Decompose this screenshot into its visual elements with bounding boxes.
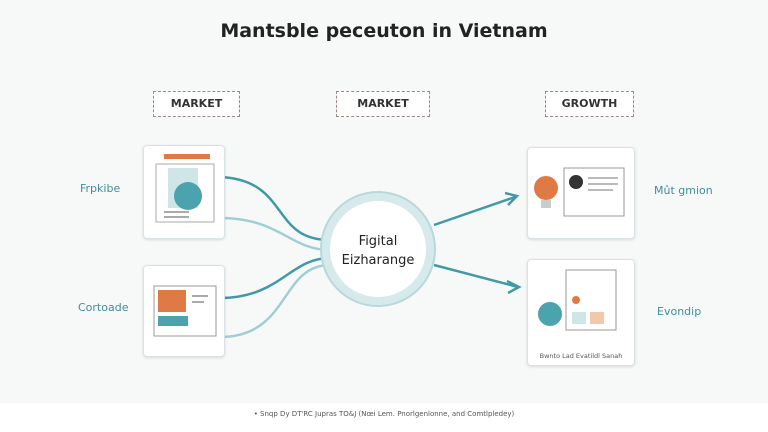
connector [219, 175, 331, 242]
connector [219, 216, 331, 252]
lightbulb-illustration-icon [534, 167, 625, 217]
dashboard-illustration-icon [155, 154, 215, 223]
footer-bar [0, 403, 768, 432]
document-illustration-icon [153, 285, 217, 337]
right-label-1: Mût gmion [654, 184, 713, 197]
card-left-1 [143, 145, 225, 239]
hub-line2: Eizharange [341, 253, 415, 268]
connector [219, 256, 331, 300]
card-right-2: Bwnto Lad Evatildl Sanah [527, 259, 635, 366]
left-label-2: Cortoade [78, 301, 129, 314]
card-left-2 [143, 265, 225, 357]
header-growth: GROWTH [545, 91, 634, 117]
card-caption: Bwnto Lad Evatildl Sanah [539, 352, 623, 360]
globe-document-illustration-icon [538, 269, 617, 331]
footer-note: • Snqp Dy DT'RC Jupras TO&J (Nœi Lem. Pn… [253, 410, 515, 418]
header-market-2: MARKET [336, 91, 430, 117]
page-title: Mantsble peceuton in Vietnam [220, 20, 548, 42]
right-label-2: Evondip [657, 305, 702, 318]
arrow-down [433, 263, 519, 289]
left-label-1: Frpkibe [80, 182, 121, 195]
hub-circle [322, 193, 434, 305]
card-right-1 [527, 147, 635, 239]
arrow-up [433, 195, 516, 227]
hub-line1: Figital [358, 234, 398, 249]
header-market-1: MARKET [153, 91, 240, 117]
connector [219, 263, 331, 339]
